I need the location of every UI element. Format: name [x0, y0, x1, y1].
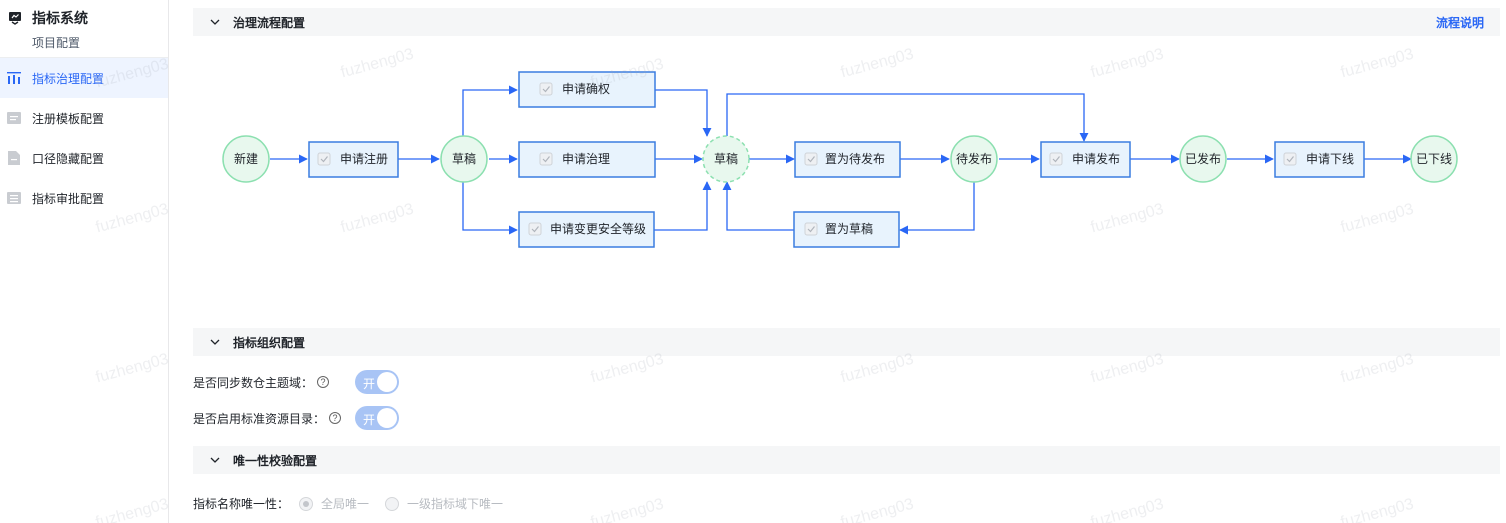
governance-flow-diagram: 新建 草稿 草稿 待发布 已发布 已下线 申请注册	[222, 71, 1458, 248]
name-uniqueness-row: 指标名称唯一性： 全局唯一 一级指标域下唯一	[193, 495, 503, 512]
sidebar-item-hidden[interactable]: 口径隐藏配置	[0, 138, 168, 178]
sidebar-item-label: 口径隐藏配置	[32, 151, 105, 166]
list-icon	[6, 190, 22, 206]
action-node-confirm[interactable]: 申请确权	[518, 71, 656, 108]
radio-domain-unique[interactable]: 一级指标域下唯一	[385, 495, 503, 512]
sidebar-item-label: 指标治理配置	[32, 71, 105, 86]
standard-catalog-row: 是否启用标准资源目录： ? 开	[193, 406, 400, 430]
svg-text:草稿: 草稿	[452, 151, 476, 166]
state-node-draft-merge: 草稿	[702, 135, 750, 183]
document-icon	[6, 150, 22, 166]
app-logo-icon	[8, 11, 22, 25]
svg-text:申请治理: 申请治理	[562, 152, 610, 166]
action-node-to-pending[interactable]: 置为待发布	[794, 141, 901, 178]
svg-text:新建: 新建	[234, 151, 258, 166]
radio-label: 全局唯一	[321, 497, 370, 511]
app-title: 指标系统	[32, 10, 88, 26]
sidebar: 指标系统 项目配置 指标治理配置 注册模板配置 口径隐藏配置 指标审批配置	[0, 0, 169, 523]
svg-text:已发布: 已发布	[1185, 151, 1221, 166]
toggle-knob	[377, 372, 398, 392]
section-organization-header[interactable]: 指标组织配置	[193, 328, 1500, 356]
state-node-offline: 已下线	[1410, 135, 1458, 183]
sync-theme-row: 是否同步数仓主题域： ? 开	[193, 370, 400, 394]
action-node-security-level[interactable]: 申请变更安全等级	[518, 211, 655, 248]
svg-text:置为待发布: 置为待发布	[825, 151, 885, 166]
sidebar-item-approval[interactable]: 指标审批配置	[0, 178, 168, 218]
state-node-published: 已发布	[1179, 135, 1227, 183]
svg-text:申请发布: 申请发布	[1072, 151, 1120, 166]
svg-text:草稿: 草稿	[714, 151, 738, 166]
toggle-knob	[377, 408, 398, 428]
help-icon[interactable]: ?	[317, 376, 330, 388]
state-node-draft: 草稿	[440, 135, 488, 183]
help-icon[interactable]: ?	[329, 412, 342, 424]
standard-catalog-label: 是否启用标准资源目录：	[193, 411, 326, 426]
svg-text:已下线: 已下线	[1416, 152, 1452, 166]
section-title: 唯一性校验配置	[233, 453, 318, 468]
section-uniqueness-header[interactable]: 唯一性校验配置	[193, 446, 1500, 474]
state-node-new: 新建	[222, 135, 270, 183]
action-node-publish[interactable]: 申请发布	[1040, 141, 1131, 178]
sidebar-item-governance[interactable]: 指标治理配置	[0, 58, 168, 98]
action-node-offline[interactable]: 申请下线	[1274, 141, 1365, 178]
action-node-govern[interactable]: 申请治理	[518, 141, 656, 178]
chevron-down-icon[interactable]	[209, 454, 221, 466]
radio-global-unique[interactable]: 全局唯一	[299, 495, 369, 512]
radio-dot	[385, 496, 400, 511]
chevron-down-icon[interactable]	[209, 16, 221, 28]
sidebar-item-template[interactable]: 注册模板配置	[0, 98, 168, 138]
section-governance-header[interactable]: 治理流程配置 流程说明	[193, 8, 1500, 36]
action-node-register[interactable]: 申请注册	[308, 141, 399, 178]
svg-text:待发布: 待发布	[956, 151, 992, 166]
sidebar-item-label: 注册模板配置	[32, 111, 105, 126]
svg-text:置为草稿: 置为草稿	[825, 221, 873, 236]
bar-chart-icon	[6, 70, 22, 86]
app-header: 指标系统 项目配置	[0, 0, 168, 58]
svg-text:申请确权: 申请确权	[562, 82, 610, 96]
main-content: 治理流程配置 流程说明	[193, 0, 1506, 523]
standard-catalog-toggle[interactable]: 开	[355, 406, 400, 430]
template-icon	[6, 110, 22, 126]
name-uniqueness-label: 指标名称唯一性：	[193, 497, 290, 511]
state-node-pending: 待发布	[950, 135, 998, 183]
svg-text:申请注册: 申请注册	[340, 151, 388, 166]
toggle-label: 开	[363, 413, 376, 427]
flow-help-link[interactable]: 流程说明	[1435, 15, 1484, 30]
radio-dot	[299, 496, 314, 511]
sidebar-item-label: 指标审批配置	[32, 191, 105, 206]
sync-theme-label: 是否同步数仓主题域：	[193, 375, 314, 390]
section-title: 治理流程配置	[233, 15, 306, 30]
action-node-to-draft[interactable]: 置为草稿	[793, 211, 900, 248]
svg-text:申请变更安全等级: 申请变更安全等级	[550, 221, 646, 236]
radio-label: 一级指标域下唯一	[407, 497, 504, 511]
section-title: 指标组织配置	[233, 335, 306, 350]
sync-theme-toggle[interactable]: 开	[355, 370, 400, 394]
app-subtitle: 项目配置	[32, 36, 81, 50]
toggle-label: 开	[363, 377, 376, 391]
svg-text:申请下线: 申请下线	[1306, 152, 1354, 166]
chevron-down-icon[interactable]	[209, 336, 221, 348]
